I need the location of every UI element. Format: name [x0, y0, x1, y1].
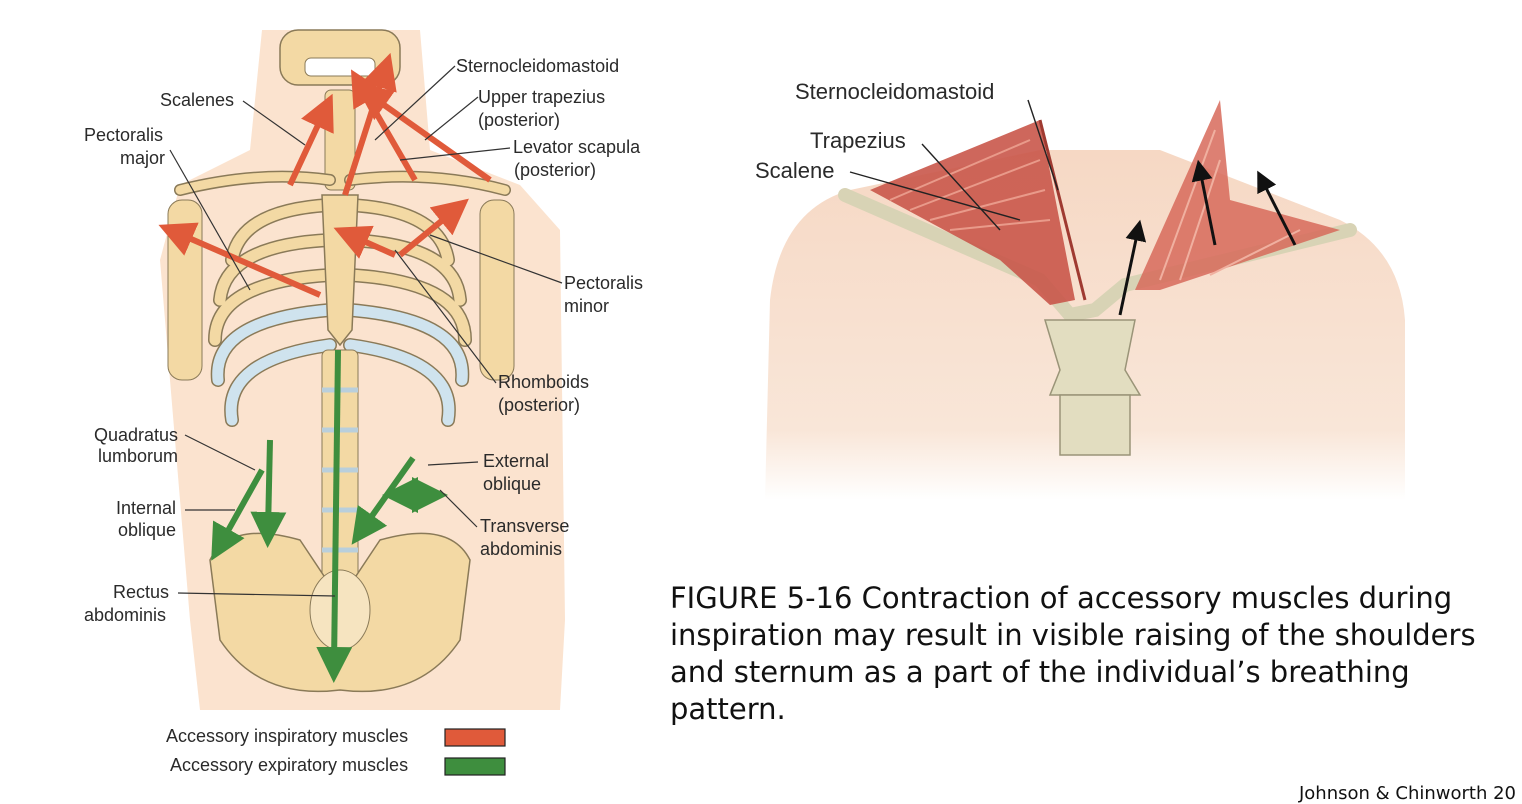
label-quadratus-lumborum: Quadratus	[94, 425, 178, 445]
legend-expiratory-swatch	[445, 758, 505, 775]
label-pectoralis-major-sub: major	[120, 148, 165, 168]
label-upper-trapezius-sub: (posterior)	[478, 110, 560, 130]
label-sternocleidomastoid-right: Sternocleidomastoid	[795, 79, 994, 104]
label-scalene: Scalene	[755, 158, 835, 183]
label-sternocleidomastoid: Sternocleidomastoid	[456, 56, 619, 76]
legend-inspiratory-label: Accessory inspiratory muscles	[166, 726, 408, 746]
sternum-body	[1060, 395, 1130, 455]
label-pectoralis-minor: Pectoralis	[564, 273, 643, 293]
manubrium	[1045, 320, 1140, 395]
label-external-oblique-sub: oblique	[483, 474, 541, 494]
legend-expiratory-label: Accessory expiratory muscles	[170, 755, 408, 775]
label-transverse-abdominis: Transverse	[480, 516, 569, 536]
label-levator-scapula: Levator scapula	[513, 137, 641, 157]
label-rhomboids: Rhomboids	[498, 372, 589, 392]
label-quadratus-lumborum-sub: lumborum	[98, 446, 178, 466]
figure-caption: FIGURE 5-16 Contraction of accessory mus…	[670, 580, 1515, 728]
label-levator-scapula-sub: (posterior)	[514, 160, 596, 180]
neck-muscles-diagram: Sternocleidomastoid Trapezius Scalene	[740, 60, 1430, 530]
label-pectoralis-major: Pectoralis	[84, 125, 163, 145]
label-transverse-abdominis-sub: abdominis	[480, 539, 562, 559]
label-scalenes: Scalenes	[160, 90, 234, 110]
source-credit: Johnson & Chinworth 20	[1299, 783, 1516, 804]
label-rectus-abdominis: Rectus	[113, 582, 169, 602]
label-trapezius: Trapezius	[810, 128, 906, 153]
label-external-oblique: External	[483, 451, 549, 471]
left-humerus	[168, 200, 202, 380]
label-internal-oblique: Internal	[116, 498, 176, 518]
label-pectoralis-minor-sub: minor	[564, 296, 609, 316]
label-rhomboids-sub: (posterior)	[498, 395, 580, 415]
label-rectus-abdominis-sub: abdominis	[84, 605, 166, 625]
label-internal-oblique-sub: oblique	[118, 520, 176, 540]
sternum	[322, 195, 358, 345]
label-upper-trapezius: Upper trapezius	[478, 87, 605, 107]
legend-inspiratory-swatch	[445, 729, 505, 746]
right-humerus	[480, 200, 514, 380]
skeleton-diagram: Sternocleidomastoid Scalenes Upper trape…	[0, 0, 680, 792]
